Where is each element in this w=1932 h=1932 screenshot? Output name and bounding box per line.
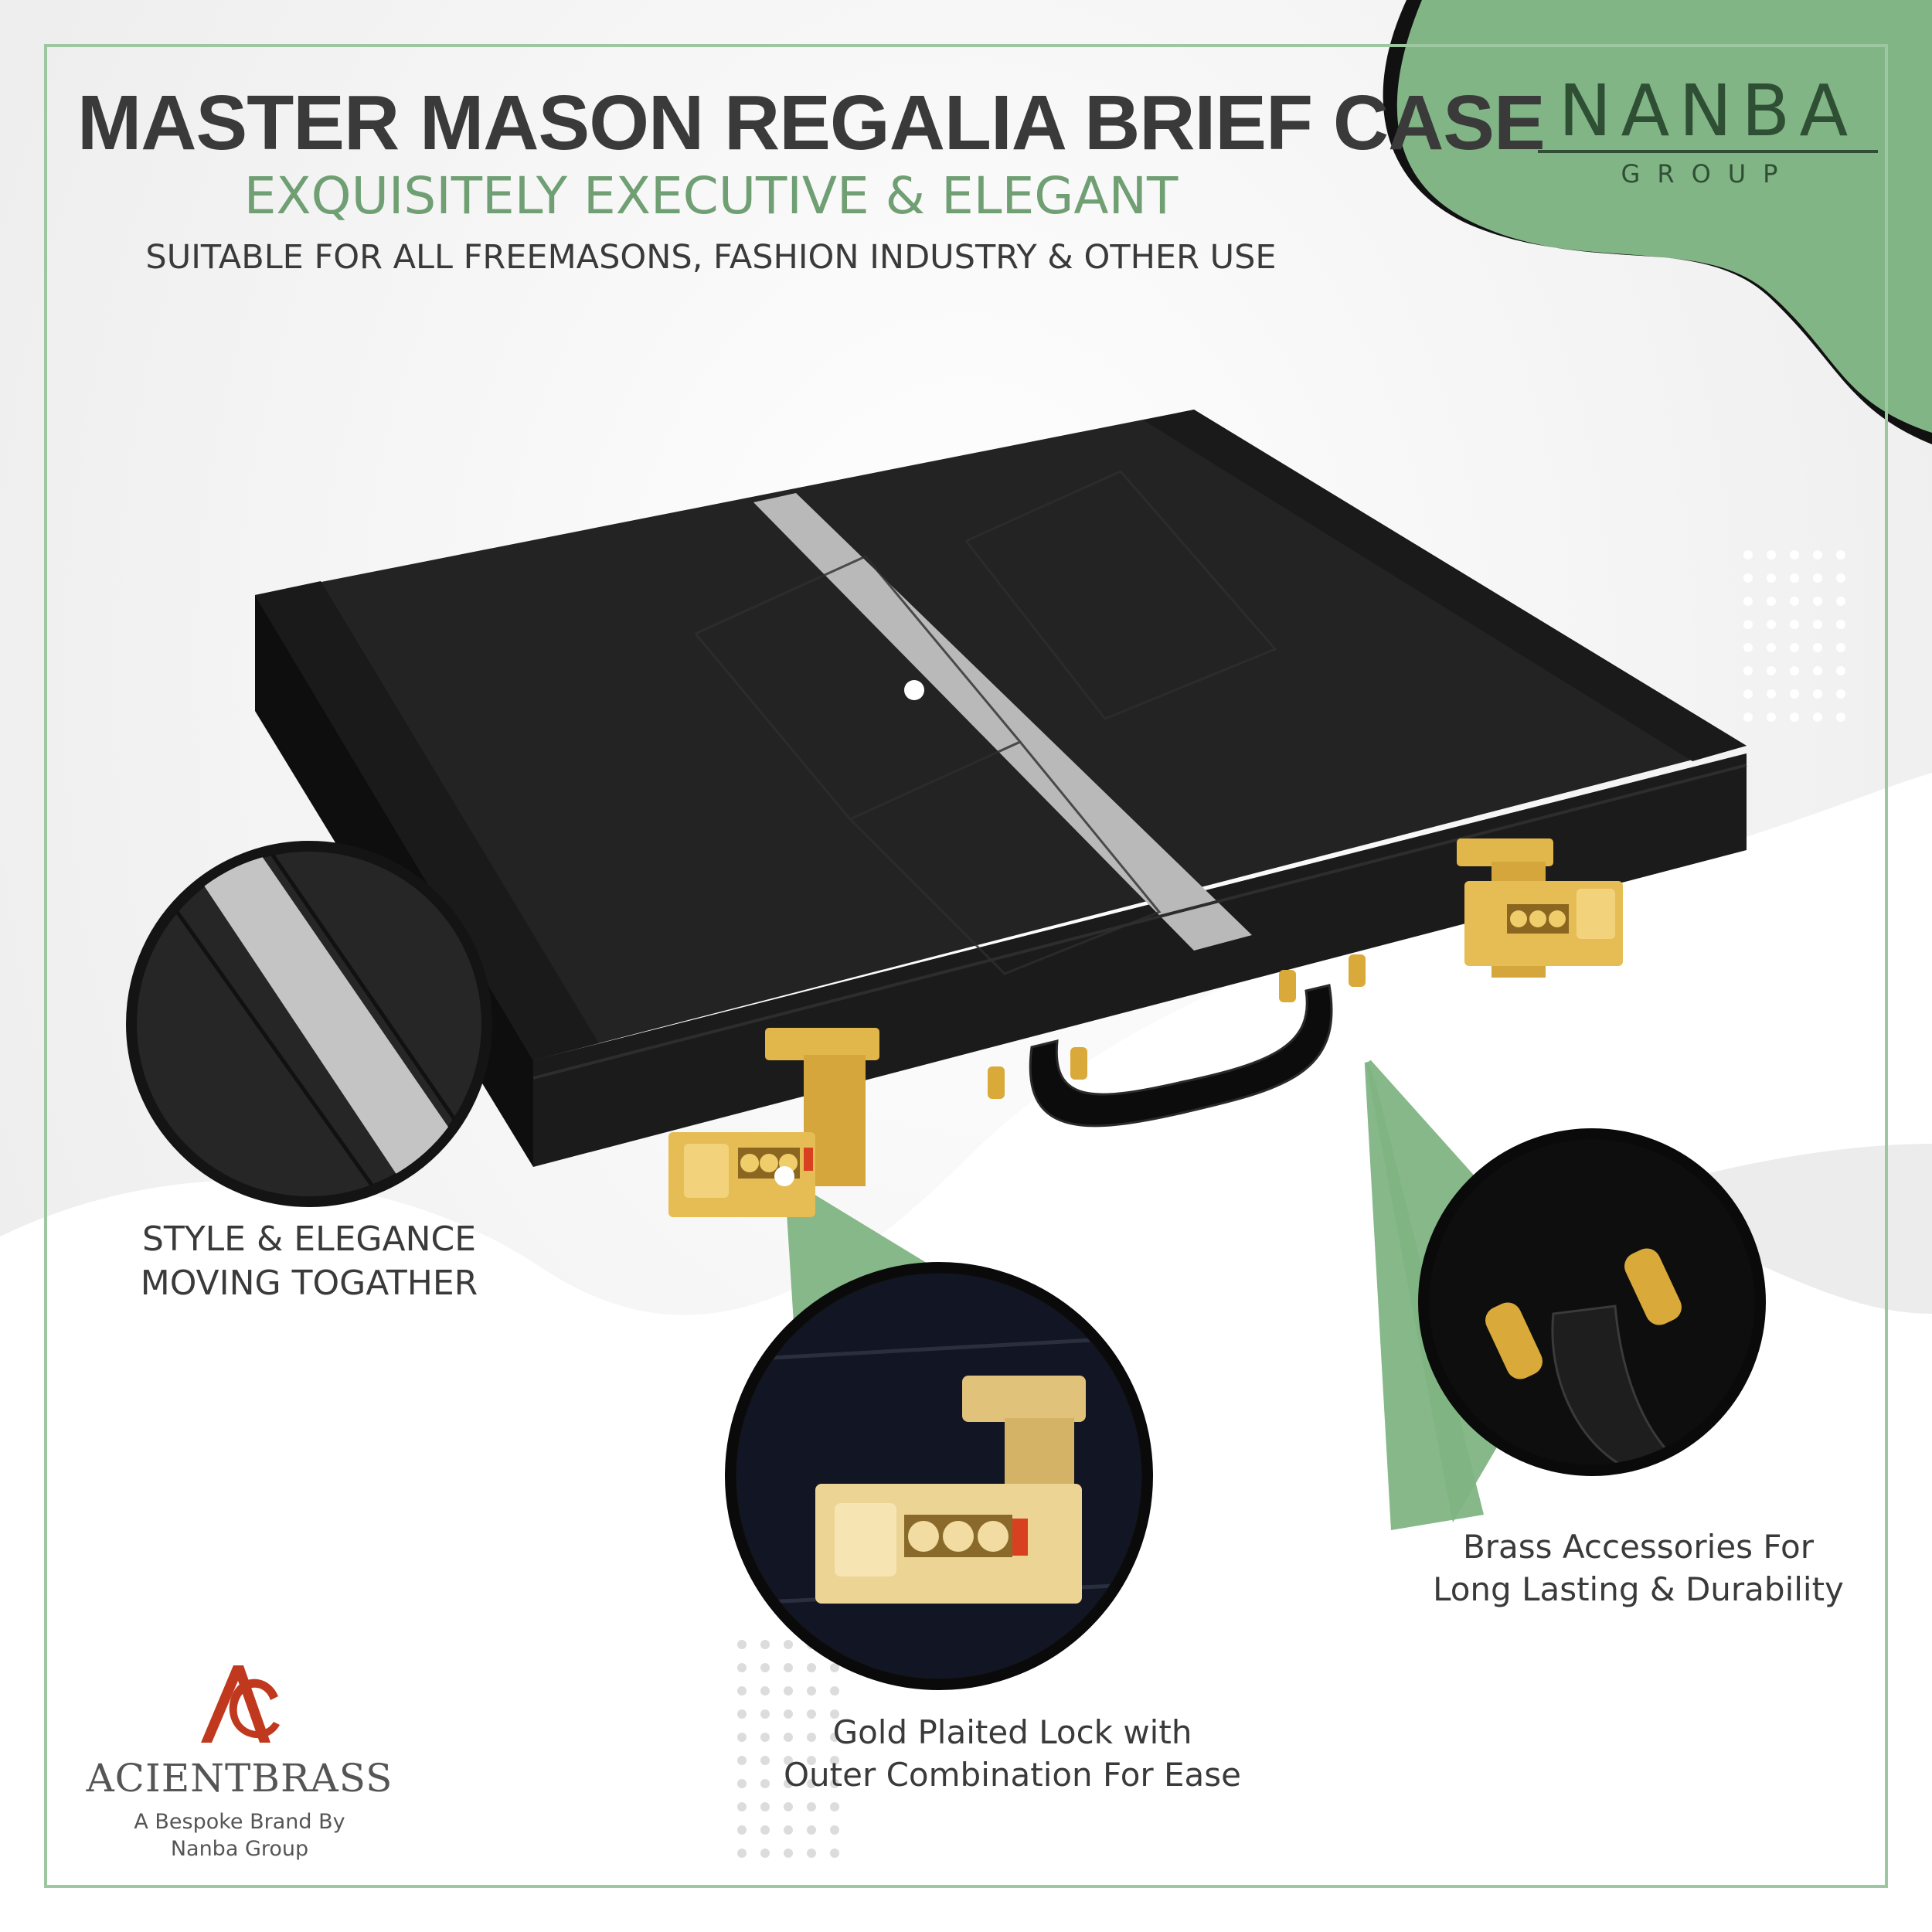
- nanba-logo-name: NANBA: [1558, 70, 1858, 152]
- caption-style-elegance: STYLE & ELEGANCE MOVING TOGATHER: [116, 1217, 502, 1305]
- zoom-circle-lock: [725, 1262, 1153, 1690]
- caption-brass-accessories: Brass Accessories For Long Lasting & Dur…: [1376, 1526, 1901, 1611]
- acientbrass-tagline-line2: Nanba Group: [170, 1837, 309, 1862]
- case-seam: [532, 764, 1747, 1080]
- acientbrass-name: ACIENTBRASS: [86, 1756, 393, 1801]
- green-blob-top-right: [1396, 0, 1932, 433]
- caption-brass-line1: Brass Accessories For: [1462, 1528, 1815, 1566]
- case-lock-right: [1457, 838, 1623, 978]
- case-lock-left: [668, 1028, 879, 1217]
- page-frame: [44, 44, 1888, 1888]
- zoom-circle-stripe: [126, 841, 492, 1207]
- page-title: MASTER MASON REGALIA BRIEF CASE: [77, 80, 1546, 166]
- anchor-dot-lock: [774, 1166, 794, 1186]
- caption-brass-line2: Long Lasting & Durability: [1433, 1570, 1844, 1608]
- anchor-dot-brass: [1354, 1043, 1374, 1063]
- acientbrass-tagline: A Bespoke Brand By Nanba Group: [70, 1808, 410, 1862]
- case-handle-pins: [988, 954, 1366, 1099]
- page-subtitle: EXQUISITELY EXECUTIVE & ELEGANT: [243, 166, 1179, 226]
- case-strap-right: [1144, 410, 1747, 761]
- acientbrass-tagline-line1: A Bespoke Brand By: [134, 1810, 345, 1834]
- dot-grid-right: [1743, 550, 1845, 722]
- case-strap-left: [255, 581, 599, 1060]
- nanba-logo-sub: GROUP: [1621, 159, 1795, 189]
- nanba-logo-divider: [1538, 150, 1878, 153]
- caption-lock-line2: Outer Combination For Ease: [784, 1755, 1241, 1794]
- nanba-logo: NANBA GROUP: [1538, 70, 1878, 193]
- zoom-circle-brass: [1418, 1128, 1766, 1476]
- anchor-dot-stripe: [904, 680, 924, 700]
- caption-lock-line1: Gold Plaited Lock with: [832, 1713, 1192, 1751]
- case-diamond-pattern: [694, 470, 1277, 975]
- case-handle: [1029, 984, 1333, 1128]
- caption-style-line2: MOVING TOGATHER: [140, 1264, 478, 1304]
- caption-style-line1: STYLE & ELEGANCE: [141, 1219, 477, 1259]
- caption-gold-lock: Gold Plaited Lock with Outer Combination…: [719, 1712, 1306, 1796]
- acientbrass-logo: ACIENTBRASS A Bespoke Brand By Nanba Gro…: [70, 1654, 410, 1870]
- acientbrass-monogram-icon: [201, 1665, 280, 1743]
- page-tagline: SUITABLE FOR ALL FREEMASONS, FASHION IND…: [145, 238, 1277, 277]
